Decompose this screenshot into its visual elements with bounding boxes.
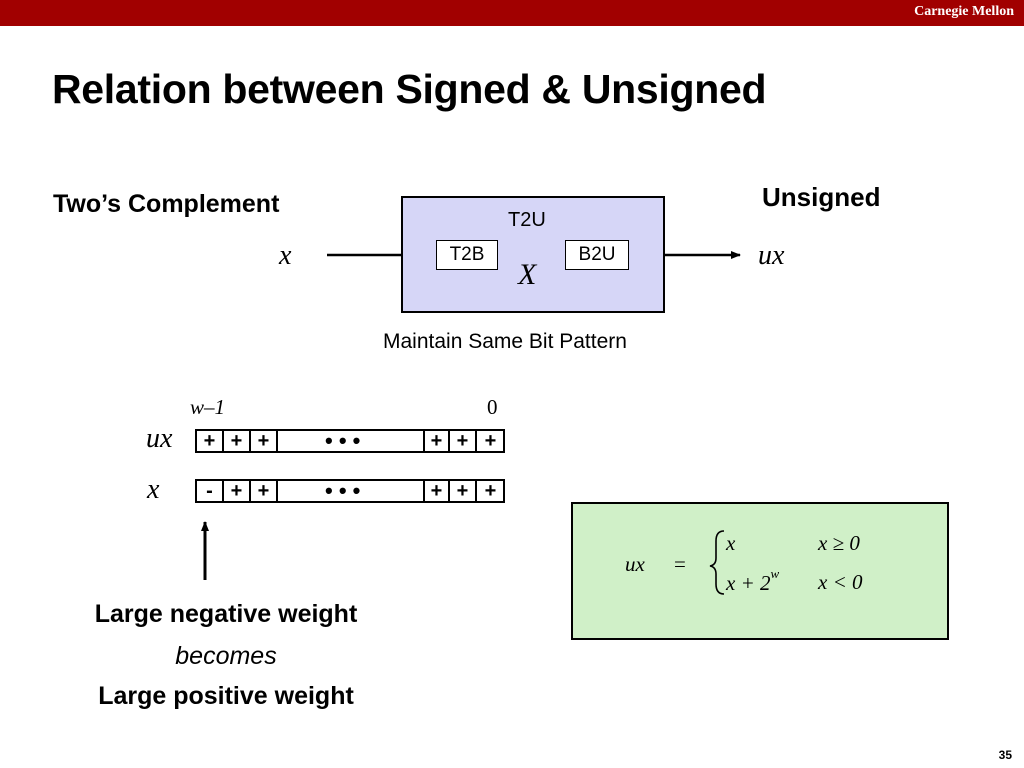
- b2u-box: B2U: [565, 240, 629, 270]
- formula-lhs: ux: [625, 552, 645, 576]
- brand-name: Carnegie Mellon: [914, 4, 1014, 19]
- formula-case2-exponent: w: [770, 566, 780, 581]
- input-variable: x: [279, 240, 292, 271]
- bit-pattern-variable: X: [518, 258, 537, 291]
- bit-cell: +: [450, 481, 477, 501]
- formula-case2-condition: x < 0: [818, 570, 863, 594]
- header-bar: Carnegie Mellon: [0, 0, 1024, 26]
- bit-row-x: - + + • • • + + +: [195, 478, 505, 503]
- bit-row-label-x: x: [147, 474, 160, 505]
- t2b-box: T2B: [436, 240, 498, 270]
- formula-case1-condition: x ≥ 0: [818, 531, 860, 555]
- bit-cell: +: [423, 481, 450, 501]
- bit-cell: +: [450, 431, 477, 451]
- weight-caption-line1: Large negative weight: [94, 600, 358, 628]
- formula-case2-value: x + 2w: [726, 566, 780, 595]
- weight-caption-line3: Large positive weight: [98, 682, 354, 710]
- bit-cell: +: [224, 431, 251, 451]
- bit-ellipsis: • • •: [325, 428, 361, 453]
- bit-row-label-ux: ux: [146, 423, 173, 454]
- bit-cell: +: [197, 431, 224, 451]
- msb-index-label: w–1: [190, 395, 226, 419]
- slide-title: Relation between Signed & Unsigned: [52, 66, 767, 112]
- t2u-label: T2U: [508, 209, 546, 231]
- bit-cell: -: [197, 481, 224, 501]
- bit-cell: +: [484, 480, 497, 502]
- bit-cell: +: [423, 431, 450, 451]
- diagram-caption: Maintain Same Bit Pattern: [383, 330, 627, 353]
- bit-cell: +: [484, 430, 497, 452]
- output-variable: ux: [758, 240, 785, 271]
- bit-cell: +: [224, 481, 251, 501]
- twos-complement-label: Two’s Complement: [53, 190, 280, 218]
- bit-ellipsis: • • •: [325, 478, 361, 503]
- page-number: 35: [998, 748, 1012, 762]
- bit-cell: +: [251, 481, 278, 501]
- lsb-index-label: 0: [487, 395, 498, 419]
- formula-equals: =: [674, 552, 686, 576]
- weight-caption-line2: becomes: [175, 642, 277, 670]
- formula-case1-value: x: [726, 531, 736, 555]
- bit-row-ux: + + + • • • + + +: [195, 428, 505, 453]
- formula-box: [571, 502, 949, 640]
- bit-cell: +: [251, 431, 278, 451]
- unsigned-label: Unsigned: [762, 182, 881, 212]
